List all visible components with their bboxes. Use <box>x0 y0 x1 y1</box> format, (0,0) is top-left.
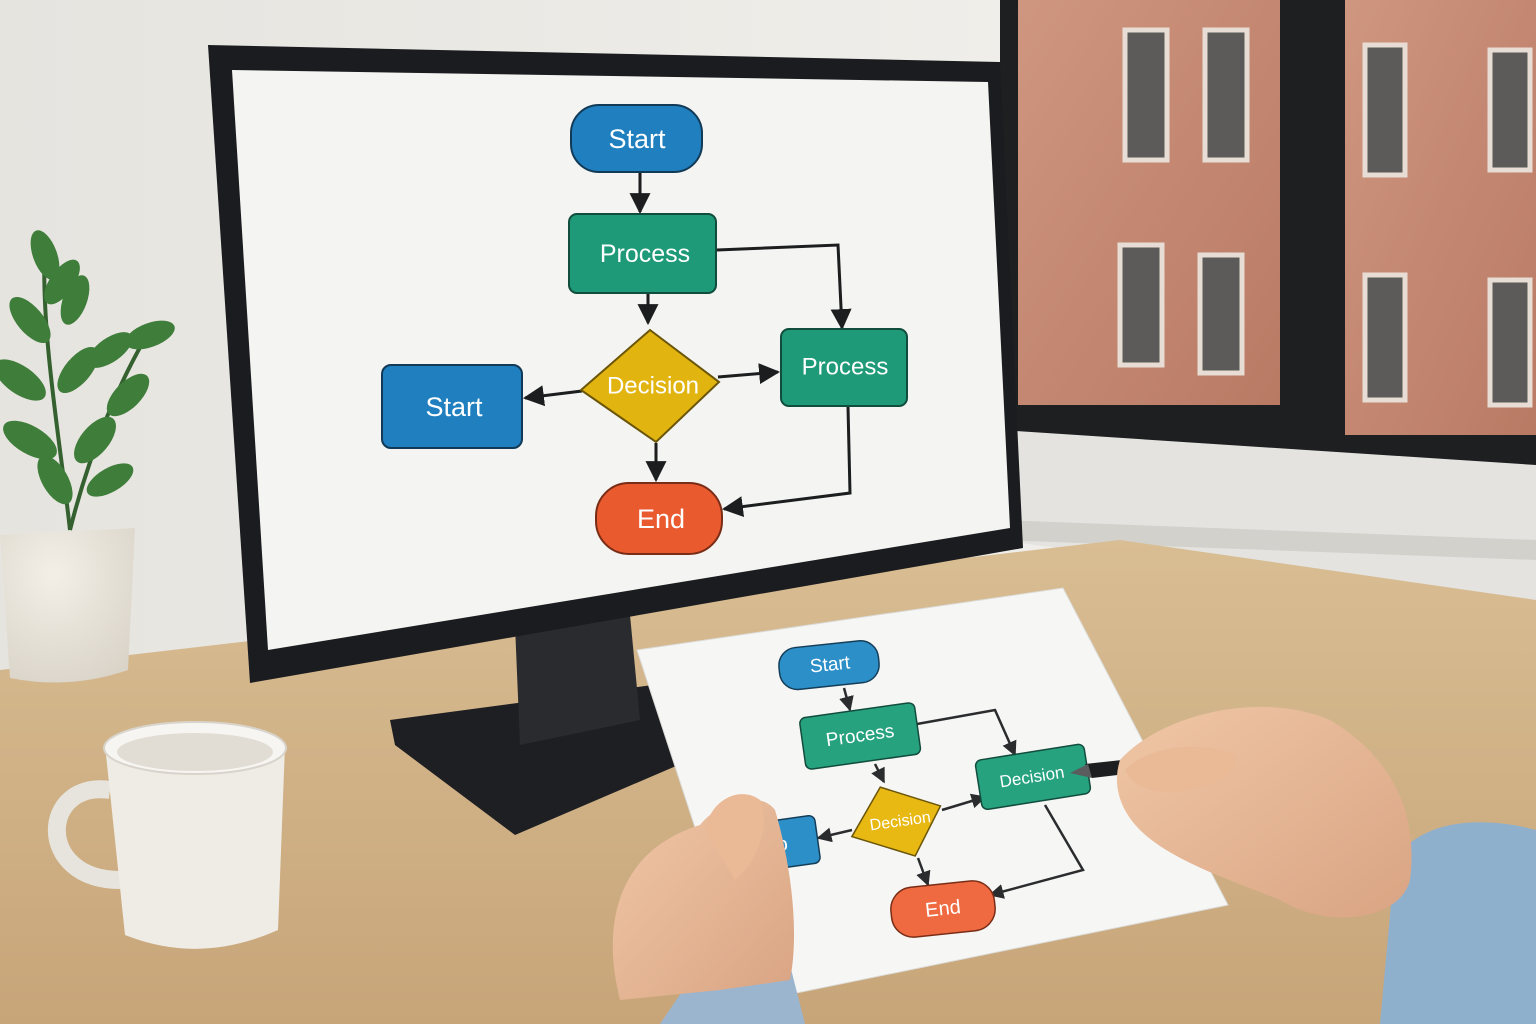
screen-node-process-top: Process <box>568 213 717 294</box>
paper-node-decision-center: Decision <box>850 786 942 857</box>
building-window <box>1362 42 1408 178</box>
left-hand <box>612 794 805 1024</box>
mug-body <box>105 745 285 949</box>
screen-node-start-left: Start <box>381 364 523 449</box>
paper-node-decision-right: Decision <box>974 743 1092 811</box>
monitor-stand-neck <box>515 615 640 745</box>
screen-node-decision-label: Decision <box>607 373 699 400</box>
building-window <box>1122 27 1170 163</box>
paper-node-end: End <box>890 880 996 938</box>
window-sill-edge <box>1000 520 1536 560</box>
screen-node-process-top-label: Process <box>600 240 690 268</box>
window <box>1000 0 1536 615</box>
plant-leaves <box>0 230 175 531</box>
window-sill <box>1000 430 1536 615</box>
screen-node-start-top: Start <box>570 104 703 173</box>
right-fingers <box>1125 746 1236 793</box>
building-window <box>1197 252 1245 376</box>
left-thumb <box>705 794 764 880</box>
screen-node-process-right-label: Process <box>802 354 889 381</box>
mug-inside <box>117 733 273 771</box>
window-mullion <box>1283 0 1343 445</box>
paper-node-end-label: End <box>924 896 962 922</box>
paper-flowchart: Start Process Decision Decision No End <box>744 640 1092 938</box>
potted-plant <box>0 230 175 683</box>
building-window <box>1487 277 1533 408</box>
coffee-mug <box>47 721 287 949</box>
mug-handle <box>47 780 121 889</box>
building-window <box>1362 272 1408 403</box>
plant-pot <box>0 528 135 683</box>
paper-flowchart-connectors <box>816 687 1085 899</box>
building-window <box>1117 242 1165 368</box>
screen-node-process-right: Process <box>780 328 908 407</box>
paper-node-start: Start <box>778 640 880 691</box>
right-hand <box>1116 706 1536 1024</box>
screen-node-end-label: End <box>637 504 685 534</box>
paper-node-process: Process <box>799 702 922 770</box>
screen-flowchart: Start Process Decision Process Start End <box>381 104 908 555</box>
screen-flowchart-connectors <box>522 172 852 518</box>
building-window <box>1202 27 1250 163</box>
screen-node-start-left-label: Start <box>425 392 483 422</box>
monitor: Start Process Decision Process Start End <box>208 45 1023 835</box>
right-sleeve <box>1380 822 1536 1024</box>
building-window <box>1487 47 1533 173</box>
paper-node-start-label: Start <box>809 652 852 677</box>
pen-tip <box>1070 764 1092 778</box>
screen-node-decision: Decision <box>579 328 721 444</box>
screen-node-start-top-label: Start <box>608 124 666 154</box>
screen-node-end: End <box>595 482 723 555</box>
